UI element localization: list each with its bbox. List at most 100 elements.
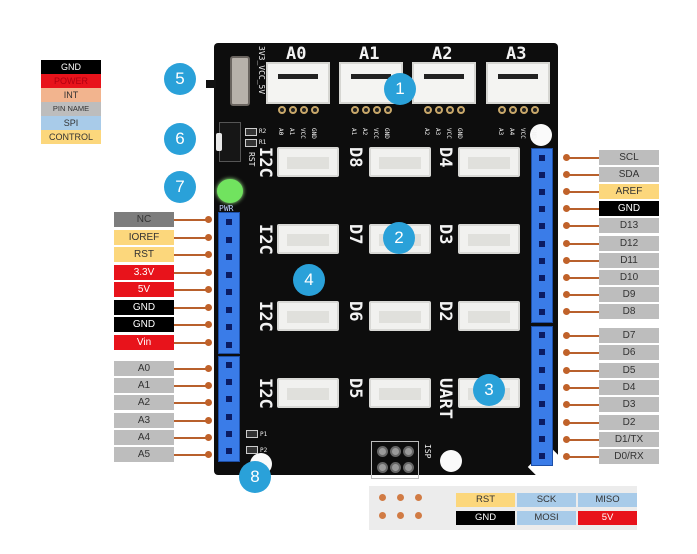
analog-port-label: A1 <box>359 44 380 64</box>
port-pin-label: A0 <box>277 128 284 136</box>
pin-label: AREF <box>599 184 659 200</box>
pin-connector-dot <box>205 268 212 276</box>
pin-connector-dot <box>563 349 570 357</box>
connector-pads <box>422 106 466 116</box>
pin-label: GND <box>599 201 659 217</box>
pin-connector-dot <box>205 321 212 328</box>
pin-connector-dot <box>563 188 570 196</box>
pin-connector-dot <box>205 382 212 390</box>
pin-wire <box>174 341 208 344</box>
header-pin <box>539 349 545 356</box>
isp-pin <box>403 462 414 473</box>
pin-connector-dot <box>563 171 570 179</box>
grove-connector <box>369 301 431 331</box>
pin-wire <box>174 419 208 422</box>
header-pin <box>539 383 545 390</box>
pin-label: A3 <box>114 412 174 428</box>
port-pin-label: VCC <box>372 128 379 139</box>
grove-connector <box>277 301 339 331</box>
grove-connector <box>277 224 339 254</box>
grove-connector <box>277 147 339 177</box>
pin-connector-dot <box>563 401 570 409</box>
port-pin-label: A2 <box>361 128 368 136</box>
port-pin-label: GND <box>530 128 537 139</box>
isp-pin-label: RST <box>456 493 515 507</box>
pin-label: D3 <box>599 397 659 413</box>
pin-label: D0/RX <box>599 449 659 465</box>
pin-wire <box>567 174 599 177</box>
pin-wire <box>174 368 208 370</box>
connector-latch <box>351 74 391 79</box>
connector-slot <box>287 234 329 246</box>
pin-label: D2 <box>599 414 659 430</box>
pin-wire <box>174 436 208 439</box>
pin-label: Vin <box>114 334 174 350</box>
header-pin <box>226 413 232 420</box>
pin-connector-dot <box>563 383 570 391</box>
r1-label: R1 <box>259 139 267 146</box>
pin-connector-dot <box>205 365 212 372</box>
pin-label: D13 <box>599 218 659 234</box>
header-pin <box>226 236 232 243</box>
pin-label: GND <box>114 317 174 332</box>
isp-header <box>371 441 419 479</box>
isp-pin-label: GND <box>456 511 515 525</box>
pin-wire <box>567 335 599 337</box>
legend-item-pin-name: PIN NAME <box>41 102 101 116</box>
pin-connector-dot <box>563 273 570 281</box>
pin-wire <box>174 236 208 239</box>
pin-wire <box>567 404 599 407</box>
grove-port-label: D5 <box>345 378 365 399</box>
connector-pads <box>276 106 320 116</box>
header-pin <box>226 448 232 454</box>
mounting-hole-bottom-mid <box>440 450 462 472</box>
pin-connector-dot <box>205 338 212 346</box>
port-pin-label: A2 <box>423 128 430 136</box>
header-pin <box>539 257 545 264</box>
port-pin-label: GND <box>383 128 390 139</box>
header-pin <box>226 219 232 225</box>
pin-label: IOREF <box>114 229 174 245</box>
pin-wire <box>567 456 599 459</box>
connector-pads <box>349 106 393 116</box>
grove-port-label: I2C <box>255 378 275 409</box>
legend-item-int: INT <box>41 88 101 102</box>
badge-3: 3 <box>473 374 505 406</box>
header-pin <box>226 324 232 330</box>
badge-1: 1 <box>384 73 416 105</box>
connector-slot <box>468 311 510 323</box>
analog-port-label: A3 <box>506 44 527 64</box>
header-pin <box>539 453 545 460</box>
analog-header <box>218 356 240 462</box>
port-pin-label: A1 <box>288 128 295 136</box>
pin-label: SDA <box>599 167 659 183</box>
grove-port-label: D2 <box>435 301 455 322</box>
badge-5: 5 <box>164 63 196 95</box>
pin-connector-dot <box>205 233 212 241</box>
port-pin-label: A3 <box>434 128 441 136</box>
port-pin-label: VCC <box>299 128 306 139</box>
connector-pads <box>496 106 540 116</box>
pin-connector-dot <box>205 216 212 223</box>
digital-header-upper <box>531 148 553 323</box>
connector-slot <box>379 388 421 400</box>
header-pin <box>226 254 232 260</box>
grove-port-label: D8 <box>345 147 365 168</box>
pin-label: D10 <box>599 269 659 285</box>
pin-label: RST <box>114 247 174 262</box>
pin-connector-dot <box>563 453 570 461</box>
pin-connector-dot <box>205 251 212 258</box>
port-pin-label: A4 <box>508 128 515 136</box>
pin-connector-dot <box>205 286 212 293</box>
port-pin-label: A1 <box>350 128 357 136</box>
badge-2: 2 <box>383 222 415 254</box>
grove-connector <box>458 301 520 331</box>
connector-latch <box>424 74 464 79</box>
connector-slot <box>468 234 510 246</box>
isp-pin-dot <box>415 494 422 501</box>
p2-label: P2 <box>260 447 268 454</box>
isp-pin <box>377 446 388 457</box>
pin-connector-dot <box>563 366 570 374</box>
grove-connector <box>369 378 431 408</box>
pin-label: 5V <box>114 282 174 297</box>
